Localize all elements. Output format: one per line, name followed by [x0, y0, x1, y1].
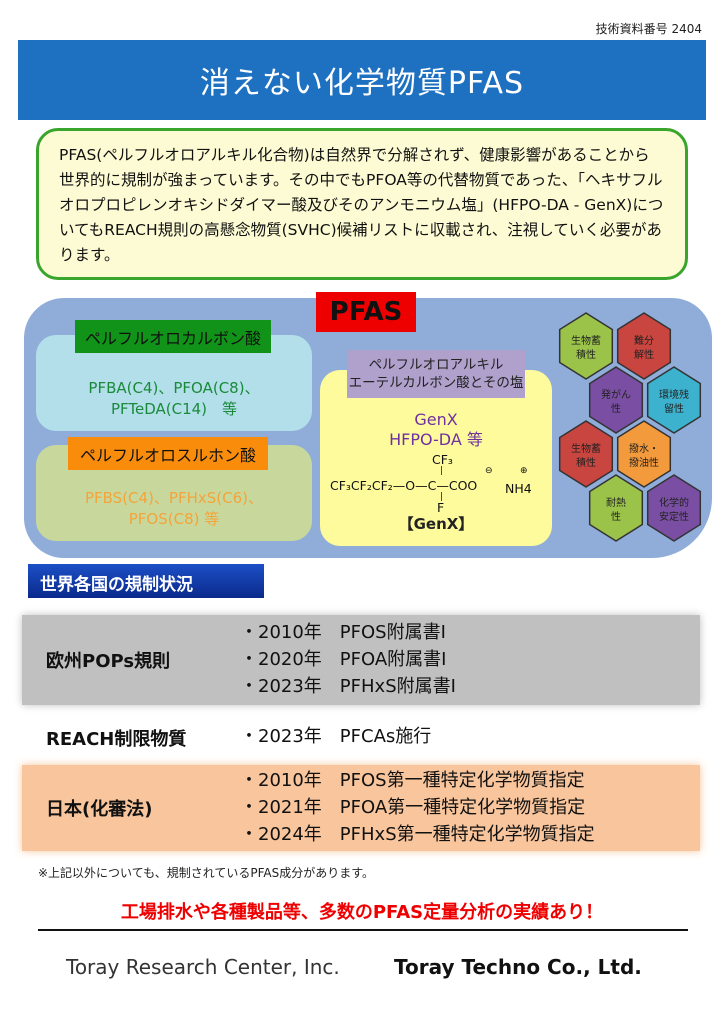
document-number: 技術資料番号 2404	[595, 22, 702, 36]
intro-text: PFAS(ペルフルオロアルキル化合物)は自然界で分解されず、健康影響があることか…	[36, 128, 688, 280]
hexagon-label: 発がん	[601, 388, 631, 401]
pfas-label: PFAS	[316, 292, 416, 332]
carboxylic-line2: PFTeDA(C14) 等	[110, 400, 238, 418]
reach-items: ・2023年 PFCAs施行	[240, 726, 432, 747]
sulfonic-line1: PFBS(C4)、PFHxS(C6)、	[84, 489, 263, 507]
carboxylic-tag: ペルフルオロカルボン酸	[75, 320, 271, 353]
formula-ion: NH4	[505, 481, 532, 496]
hexagon-shape	[646, 366, 702, 434]
hexagon-label: 性	[611, 402, 621, 415]
hexagon-label: 撥油性	[629, 456, 659, 469]
hexagon-shape	[588, 474, 644, 542]
hexagon-label: 生物蓄	[571, 334, 601, 347]
hexagon-label: 環境残	[659, 388, 689, 401]
hexagon-shape	[616, 312, 672, 380]
divider	[38, 929, 688, 931]
hexagon-label: 難分	[634, 334, 654, 347]
footnote: ※上記以外についても、規制されているPFAS成分があります。	[38, 866, 375, 880]
sulfonic-line2: PFOS(C8) 等	[128, 510, 220, 528]
regulations-heading: 世界各国の規制状況	[28, 564, 264, 598]
hexagon-label: 留性	[664, 402, 684, 415]
genx-name: GenX	[414, 410, 458, 429]
ether-tag: ペルフルオロアルキルエーテルカルボン酸とその塩	[347, 350, 525, 398]
bond-up: |	[440, 466, 444, 476]
sulfonic-tag: ペルフルオロスルホン酸	[68, 437, 268, 470]
hexagon-label: 化学的	[659, 496, 689, 509]
hexagon-label: 積性	[576, 456, 596, 469]
hfpo-da-name: HFPO-DA 等	[389, 430, 483, 449]
japan-band	[22, 765, 700, 851]
hexagon-label: 解性	[634, 348, 654, 361]
carboxylic-examples: PFBA(C4)、PFOA(C8)、 PFTeDA(C14) 等	[36, 378, 312, 420]
formula-bottom: F	[437, 500, 445, 515]
hexagon-shape	[616, 420, 672, 488]
japan-items: ・2010年 PFOS第一種特定化学物質指定 ・2021年 PFOA第一種特定化…	[240, 770, 595, 845]
reach-label: REACH制限物質	[46, 729, 187, 750]
minus-charge-icon: ⊖	[485, 466, 493, 476]
japan-label: 日本(化審法)	[46, 799, 153, 820]
genx-label: 【GenX】	[398, 515, 474, 533]
bond-down: |	[440, 492, 444, 502]
plus-charge-icon: ⊕	[520, 466, 528, 476]
hexagon-shape	[558, 312, 614, 380]
property-hexagon: 耐熱性	[588, 474, 644, 542]
formula-chain: CF₃CF₂CF₂—O—C—COO	[330, 478, 478, 493]
hexagon-shape	[558, 420, 614, 488]
ether-tag-line2: エーテルカルボン酸とその塩	[348, 375, 524, 391]
ether-panel	[320, 370, 552, 546]
hexagon-label: 積性	[576, 348, 596, 361]
hexagon-label: 安定性	[659, 510, 689, 523]
company-ttc: Toray Techno Co., Ltd.	[394, 955, 642, 979]
hexagon-shape	[646, 474, 702, 542]
sulfonic-examples: PFBS(C4)、PFHxS(C6)、 PFOS(C8) 等	[36, 488, 312, 530]
company-trc: Toray Research Center, Inc.	[66, 955, 340, 979]
carboxylic-line1: PFBA(C4)、PFOA(C8)、	[88, 379, 260, 397]
page-title: 消えない化学物質PFAS	[18, 40, 706, 120]
hexagon-label: 性	[611, 510, 621, 523]
hexagon-label: 撥水・	[629, 442, 659, 455]
formula-top: CF₃	[432, 452, 453, 467]
hexagon-shape	[588, 366, 644, 434]
property-hexagon: 撥水・撥油性	[616, 420, 672, 488]
eu-label: 欧州POPs規則	[46, 651, 171, 672]
hexagon-label: 生物蓄	[571, 442, 601, 455]
ether-tag-line1: ペルフルオロアルキル	[368, 357, 504, 373]
eu-items: ・2010年 PFOS附属書Ⅰ ・2020年 PFOA附属書Ⅰ ・2023年 P…	[240, 622, 456, 697]
eu-band	[22, 615, 700, 705]
hexagon-label: 耐熱	[606, 496, 626, 509]
genx-structural-formula: CF₃ | CF₃CF₂CF₂—O—C—COO ⊖ NH4 ⊕ | F	[330, 452, 550, 515]
call-to-action: 工場排水や各種製品等、多数のPFAS定量分析の実績あり！	[120, 902, 604, 923]
